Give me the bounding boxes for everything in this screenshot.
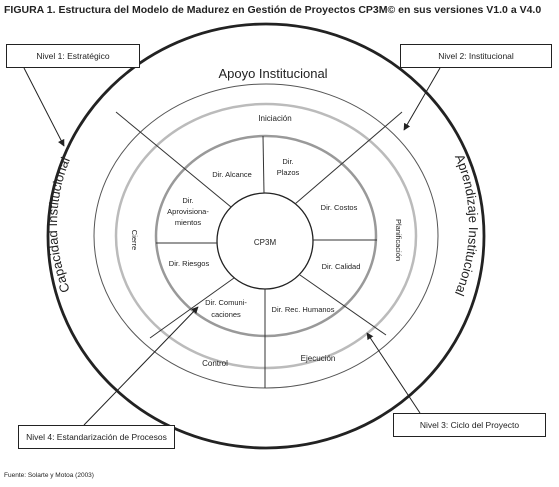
- label-dir-aprovisionamientos-3: mientos: [175, 218, 202, 227]
- label-center-cp3m: CP3M: [254, 238, 277, 247]
- divider-upper-mid: [262, 135, 265, 194]
- callout-arrows: [23, 67, 441, 426]
- label-control: Control: [202, 359, 228, 368]
- figure-source: Fuente: Solarte y Motoa (2003): [4, 472, 94, 479]
- label-dir-costos: Dir. Costos: [321, 203, 358, 212]
- label-dir-calidad: Dir. Calidad: [322, 262, 361, 271]
- label-dir-plazos-2: Plazos: [277, 168, 300, 177]
- arrow-level3: [366, 332, 421, 414]
- label-dir-rec-humanos: Dir. Rec. Humanos: [272, 305, 335, 314]
- callout-level2: Nivel 2: Institucional: [400, 44, 552, 68]
- label-apoyo-institucional: Apoyo Institucional: [218, 66, 327, 81]
- divider-lower-right: [299, 274, 387, 336]
- label-planificacion: Planificación: [394, 219, 403, 261]
- label-dir-alcance: Dir. Alcance: [212, 170, 252, 179]
- callout-level3: Nivel 3: Ciclo del Proyecto: [393, 413, 546, 437]
- divider-top-left: [115, 111, 232, 208]
- label-dir-aprovisionamientos-1: Dir.: [182, 196, 193, 205]
- label-dir-aprovisionamientos-2: Aprovisiona-: [167, 207, 209, 216]
- label-dir-riesgos: Dir. Riesgos: [169, 259, 210, 268]
- label-ejecucion: Ejecución: [301, 354, 336, 363]
- label-cierre: Cierre: [130, 230, 139, 250]
- callout-level1: Nivel 1: Estratégico: [6, 44, 140, 68]
- figure-title: FIGURA 1. Estructura del Modelo de Madur…: [4, 4, 542, 16]
- callout-level4: Nivel 4: Estandarización de Procesos: [18, 425, 175, 449]
- label-dir-plazos-1: Dir.: [282, 157, 293, 166]
- divider-top-right: [294, 111, 403, 205]
- label-iniciacion: Iniciación: [258, 114, 291, 123]
- arrow-level2: [403, 67, 441, 131]
- arrow-level4: [83, 306, 199, 426]
- label-dir-comunicaciones-1: Dir. Comuni-: [205, 298, 247, 307]
- arrow-level1: [23, 67, 65, 147]
- label-dir-comunicaciones-2: caciones: [211, 310, 241, 319]
